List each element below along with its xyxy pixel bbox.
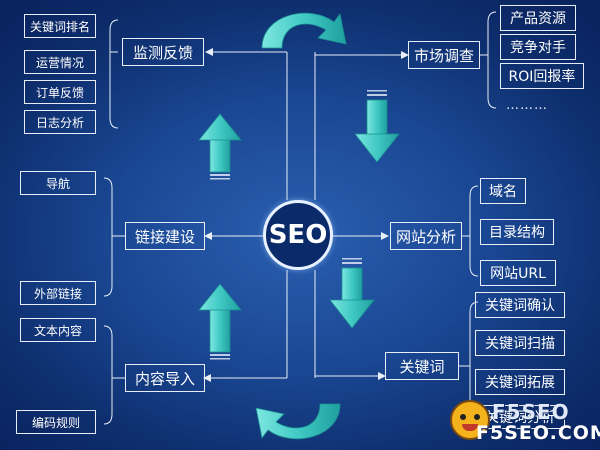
item-encoding-rules: 编码规则 <box>16 410 96 434</box>
market-ellipsis: ……… <box>506 98 548 113</box>
down-arrow-icon <box>329 267 375 329</box>
item-keyword-scan: 关键词扫描 <box>475 330 565 356</box>
item-external-links: 外部链接 <box>20 281 96 305</box>
item-product-resources: 产品资源 <box>500 5 576 31</box>
item-navigation: 导航 <box>20 171 96 195</box>
node-market-research: 市场调查 <box>408 41 480 69</box>
f5seo-logo: F5SEO F5SEO.COM <box>448 398 600 446</box>
mascot-icon <box>450 400 490 440</box>
up-arrow-icon <box>198 283 242 353</box>
item-directory-structure: 目录结构 <box>480 219 554 245</box>
item-keyword-ranking: 关键词排名 <box>24 14 96 38</box>
up-arrow-icon <box>198 113 242 173</box>
down-arrow-icon <box>354 99 400 163</box>
item-competitors: 竞争对手 <box>500 34 576 60</box>
item-operations: 运营情况 <box>24 50 96 74</box>
item-text-content: 文本内容 <box>20 318 96 342</box>
node-link-building: 链接建设 <box>125 222 205 250</box>
item-roi: ROI回报率 <box>500 63 584 89</box>
node-monitor-feedback: 监测反馈 <box>122 38 204 66</box>
item-keyword-confirm: 关键词确认 <box>475 292 565 318</box>
logo-text-top: F5SEO <box>492 400 570 424</box>
seo-hub: SEO <box>263 200 333 270</box>
item-keyword-expand: 关键词拓展 <box>475 369 565 395</box>
node-keywords: 关键词 <box>385 352 459 380</box>
logo-text-bottom: F5SEO.COM <box>476 422 600 444</box>
item-log-analysis: 日志分析 <box>24 110 96 134</box>
node-website-analysis: 网站分析 <box>390 222 462 250</box>
node-content-import: 内容导入 <box>125 364 205 392</box>
item-website-url: 网站URL <box>480 260 556 286</box>
item-domain: 域名 <box>480 178 526 204</box>
item-order-feedback: 订单反馈 <box>24 80 96 104</box>
